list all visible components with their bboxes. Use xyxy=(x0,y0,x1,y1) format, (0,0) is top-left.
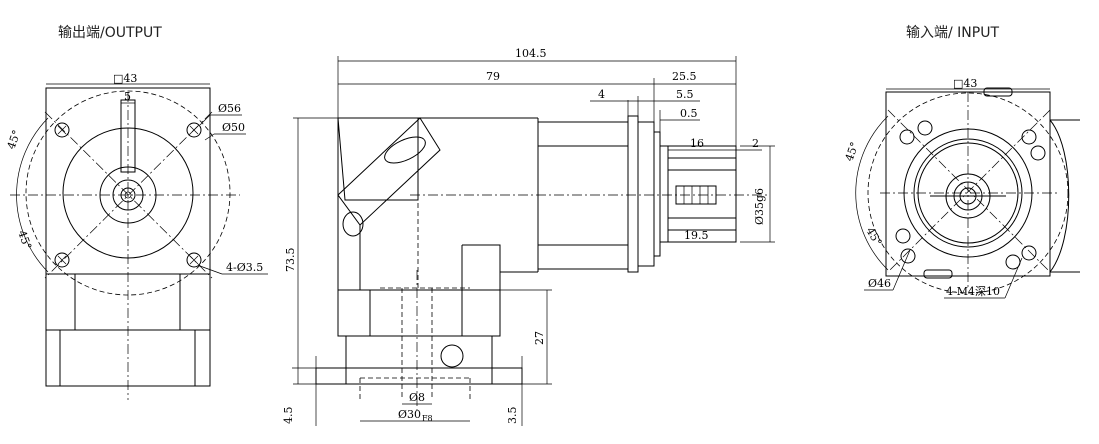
input-phi46: Ø46 xyxy=(868,277,891,290)
input-angle-bottom: 45° xyxy=(863,225,884,248)
output-title: 输出端/OUTPUT xyxy=(58,25,162,41)
dim-total: 104.5 xyxy=(515,47,547,60)
dim-phi8: Ø8 xyxy=(409,391,425,404)
dim-shaft-dia: Ø35g6 xyxy=(753,188,766,225)
dim-shaft-len: 25.5 xyxy=(672,70,697,83)
dim-body: 79 xyxy=(486,70,500,83)
input-title: 输入端/ INPUT xyxy=(906,25,999,41)
dim-16: 16 xyxy=(690,137,704,150)
dim-4-5: 4.5 xyxy=(282,407,295,425)
output-width-dim: 5 xyxy=(124,90,131,103)
output-square-dim: □43 xyxy=(113,72,137,85)
dim-5-5: 5.5 xyxy=(676,88,694,101)
output-holes: 4-Ø3.5 xyxy=(226,261,263,274)
output-d56: Ø56 xyxy=(218,102,241,115)
dim-0-5: 0.5 xyxy=(680,107,698,120)
dim-3-5: 3.5 xyxy=(506,407,519,425)
input-view: 45° 45° □43 Ø46 4-M4深10 xyxy=(843,77,1080,299)
dim-19-5: 19.5 xyxy=(684,229,709,242)
output-d50: Ø50 xyxy=(222,121,245,134)
dim-4: 4 xyxy=(598,88,605,101)
output-angle-top: 45° xyxy=(5,128,24,151)
input-square-dim: □43 xyxy=(953,77,977,90)
dim-phi30: Ø30 xyxy=(398,408,421,421)
dim-2: 2 xyxy=(752,137,759,150)
input-angle-top: 45° xyxy=(843,140,862,163)
dim-27: 27 xyxy=(533,331,546,345)
dim-phi30-tol: F8 xyxy=(422,414,433,423)
input-threads: 4-M4深10 xyxy=(946,285,1000,298)
dim-height: 73.5 xyxy=(284,248,297,273)
side-view: 104.5 79 25.5 4 5.5 0.5 16 2 19.5 Ø35g6 … xyxy=(282,47,775,426)
output-angle-bottom: 45° xyxy=(15,229,34,252)
output-view: 45° 45° □43 5 Ø56 Ø50 4-Ø3.5 xyxy=(5,72,268,400)
